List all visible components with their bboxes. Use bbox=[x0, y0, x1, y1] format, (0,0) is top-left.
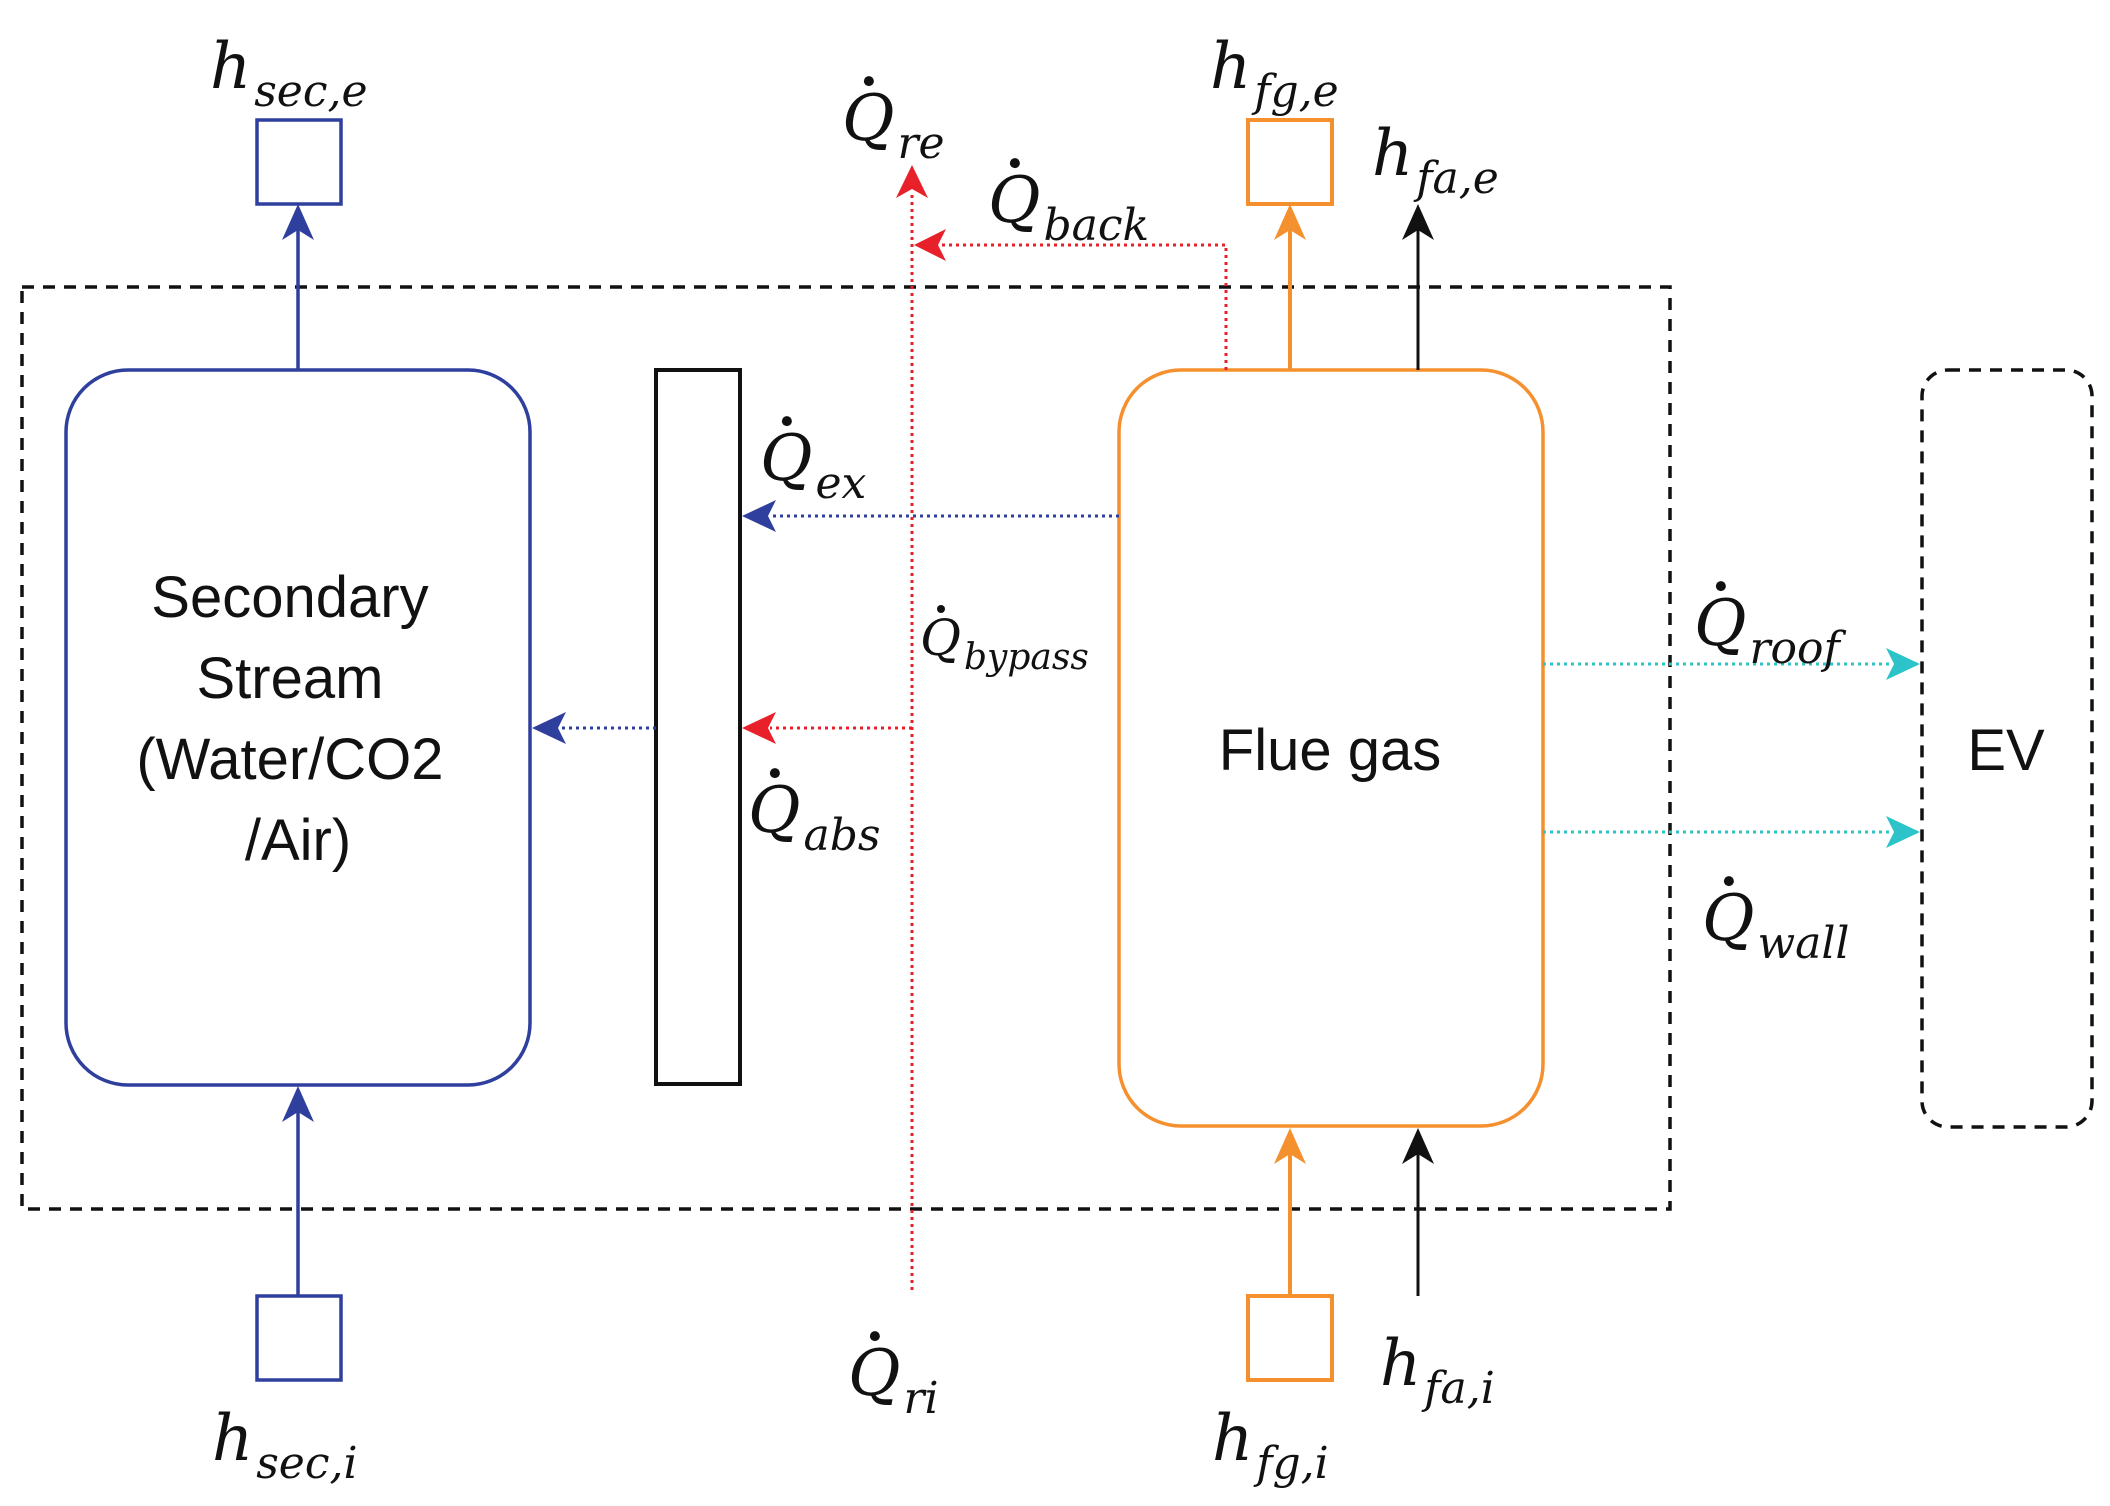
wall-loss-arrow bbox=[1543, 816, 1920, 848]
label-q-bypass: Qbypass bbox=[920, 605, 1089, 678]
svg-text:hsec,e: hsec,e bbox=[210, 30, 368, 117]
back-radiation-arrow bbox=[914, 229, 1228, 370]
time-derivative-dot bbox=[769, 768, 780, 779]
environment-label: EV bbox=[1967, 718, 2045, 783]
time-derivative-dot bbox=[781, 416, 792, 427]
svg-text:hfa,i: hfa,i bbox=[1380, 1327, 1495, 1414]
flue-gas-box bbox=[1117, 368, 1545, 1128]
label-q-ri: Qri bbox=[848, 1331, 939, 1424]
flue-gas-label: Flue gas bbox=[1219, 718, 1441, 783]
absorber-plate bbox=[654, 368, 742, 1086]
fresh-air-inlet-arrow bbox=[1402, 1128, 1434, 1296]
svg-text:Qback: Qback bbox=[988, 164, 1149, 251]
roof-loss-arrow bbox=[1543, 648, 1920, 680]
time-derivative-dot bbox=[1723, 876, 1734, 887]
time-derivative-dot bbox=[937, 605, 945, 613]
fresh-air-outlet-arrow bbox=[1402, 204, 1434, 370]
label-h-fa-e: hfa,e bbox=[1372, 117, 1499, 204]
svg-text:Qri: Qri bbox=[848, 1337, 939, 1424]
label-h-fg-e: hfg,e bbox=[1210, 30, 1339, 117]
secondary-outlet-arrow bbox=[282, 204, 314, 370]
label-h-fg-i: hfg,i bbox=[1212, 1402, 1329, 1489]
label-q-ex: Qex bbox=[760, 416, 867, 509]
svg-text:hfg,e: hfg,e bbox=[1210, 30, 1339, 117]
label-q-wall: Qwall bbox=[1702, 876, 1850, 969]
time-derivative-dot bbox=[1715, 581, 1726, 592]
plate-to-secondary-arrow bbox=[532, 712, 656, 744]
label-q-roof: Qroof bbox=[1694, 581, 1846, 674]
svg-text:Qwall: Qwall bbox=[1702, 882, 1850, 969]
time-derivative-dot bbox=[1009, 158, 1020, 169]
flue-gas-inlet-node bbox=[1246, 1294, 1334, 1382]
svg-text:Qroof: Qroof bbox=[1694, 587, 1846, 674]
exchange-heat-arrow bbox=[742, 500, 1119, 532]
flue-gas-outlet-node bbox=[1246, 118, 1334, 206]
secondary-inlet-node bbox=[255, 1294, 343, 1382]
flue-gas-outlet-arrow bbox=[1274, 204, 1306, 370]
time-derivative-dot bbox=[869, 1331, 880, 1342]
label-q-abs: Qabs bbox=[748, 768, 880, 861]
svg-text:Qbypass: Qbypass bbox=[920, 609, 1089, 678]
svg-text:hfa,e: hfa,e bbox=[1372, 117, 1499, 204]
label-h-fa-i: hfa,i bbox=[1380, 1327, 1495, 1414]
radiation-vertical-line bbox=[896, 165, 928, 1290]
environment-box bbox=[1920, 368, 2094, 1129]
secondary-outlet-node bbox=[255, 118, 343, 206]
control-volume-boundary bbox=[20, 285, 1672, 1211]
label-q-re: Qre bbox=[842, 76, 945, 169]
svg-text:hsec,i: hsec,i bbox=[212, 1402, 358, 1489]
label-h-sec-i: hsec,i bbox=[212, 1402, 358, 1489]
svg-text:Qabs: Qabs bbox=[748, 774, 880, 861]
svg-text:Qre: Qre bbox=[842, 82, 945, 169]
secondary-inlet-arrow bbox=[282, 1086, 314, 1296]
label-h-sec-e: hsec,e bbox=[210, 30, 368, 117]
time-derivative-dot bbox=[863, 76, 874, 87]
svg-text:hfg,i: hfg,i bbox=[1212, 1402, 1329, 1489]
flue-gas-inlet-arrow bbox=[1274, 1128, 1306, 1296]
svg-text:Qex: Qex bbox=[760, 422, 867, 509]
secondary-stream-label: Secondary Stream (Water/CO2 /Air) bbox=[136, 565, 459, 873]
absorbed-radiation-arrow bbox=[742, 712, 912, 744]
label-q-back: Qback bbox=[988, 158, 1149, 251]
